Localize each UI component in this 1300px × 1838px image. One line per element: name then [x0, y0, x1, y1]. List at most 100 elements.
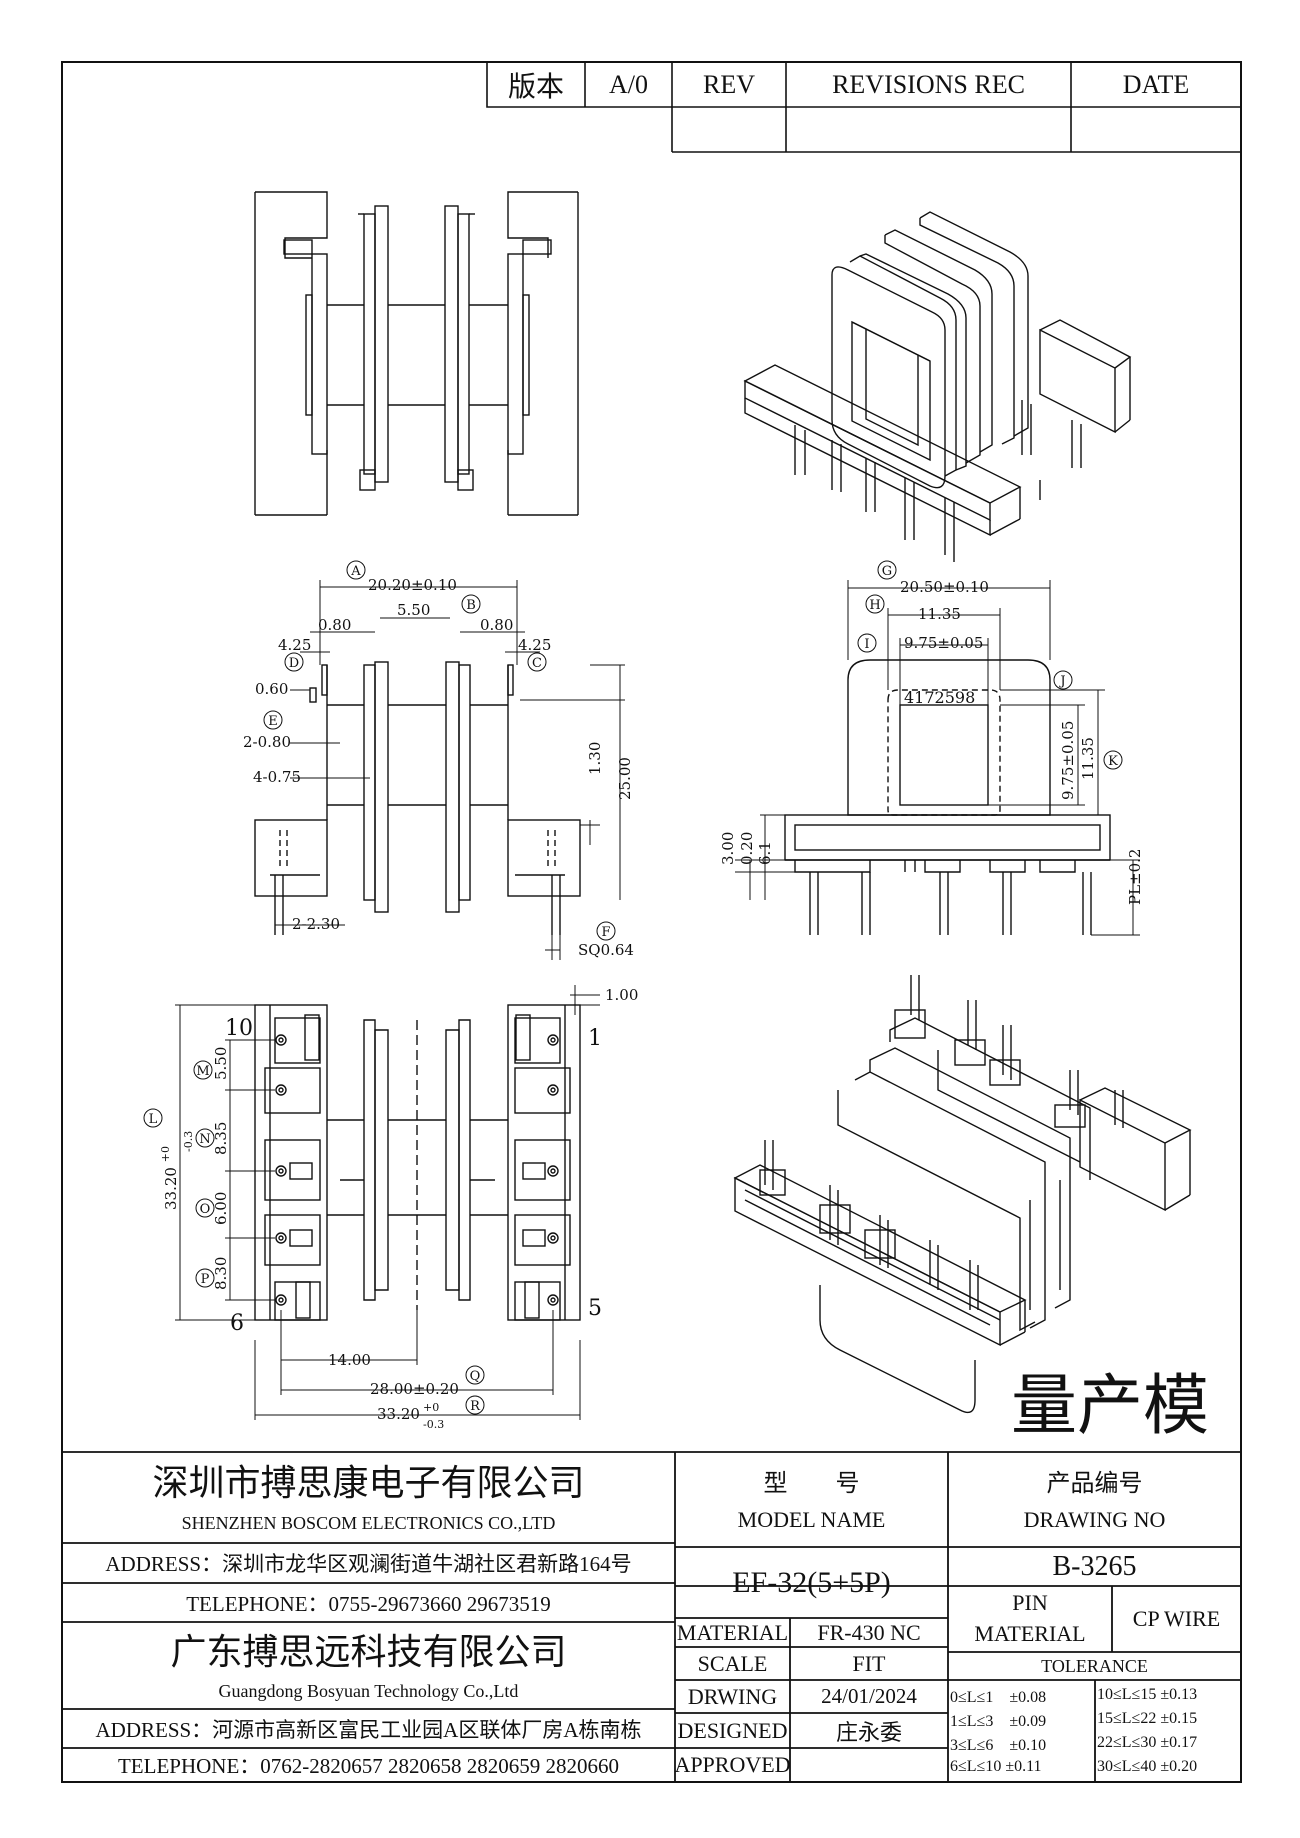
dim-letter-g: G	[882, 564, 892, 579]
title-block-lines	[62, 1451, 1241, 1782]
dim-gap: 1.30	[586, 742, 604, 775]
tolerance-row: 3≤L≤6 ±0.10	[950, 1737, 1047, 1754]
view-front	[254, 661, 581, 935]
drawing-no-cn: 产品编号	[1046, 1468, 1143, 1497]
dim-circle-letters: A B C D E F G H I J K L M N O P Q R	[149, 564, 1118, 1414]
dim-overall-v-value: 33.20	[162, 1167, 180, 1210]
dim-pitch-m: 5.50	[212, 1047, 230, 1080]
dim-flange-right: 0.80	[480, 616, 513, 634]
view-front-dims	[275, 580, 625, 960]
company2-cn: 广东搏思远科技有限公司	[170, 1632, 567, 1673]
view-side-dims	[735, 580, 1140, 936]
drawing-no-en: DRAWING NO	[1023, 1507, 1166, 1532]
dim-step: 0.60	[255, 680, 288, 698]
telephone2: TELEPHONE：0762-2820657 2820658 2820659 2…	[117, 1754, 620, 1778]
tolerance-row: 22≤L≤30 ±0.17	[1097, 1734, 1198, 1751]
dim-letter-j: J	[1058, 674, 1065, 689]
dim-side-left: 4.25	[278, 636, 311, 654]
view-iso-upper	[743, 211, 1132, 562]
dim-pin-offset: 1.00	[605, 986, 638, 1004]
dim-overall-h: 33.20	[377, 1405, 420, 1423]
dim-letter-p: P	[201, 1272, 210, 1287]
sheet-border	[61, 61, 1242, 1783]
dim-height: 25.00	[616, 757, 634, 800]
dim-letter-q: Q	[470, 1369, 481, 1384]
dim-side-overall: 20.50±0.10	[900, 578, 989, 596]
dim-pin-length: PL±0.2	[1126, 849, 1144, 905]
dim-flange-left: 0.80	[318, 616, 351, 634]
approved-label: APPROVED	[675, 1752, 790, 1777]
version-label: 版本	[507, 69, 564, 103]
dim-letter-i: I	[864, 637, 869, 652]
dim-overall-h-tol-minus: -0.3	[423, 1418, 444, 1431]
scale-label: SCALE	[697, 1650, 768, 1676]
material-label: MATERIAL	[676, 1619, 789, 1645]
address2: ADDRESS：河源市高新区富民工业园A区联体厂房A栋南栋	[95, 1717, 642, 1742]
dim-overall-v-tol-plus: +0	[159, 1146, 172, 1162]
view-bottom-dims	[175, 985, 600, 1420]
dim-pitch-p: 8.30	[212, 1257, 230, 1290]
pin-number-1: 1	[588, 1026, 602, 1051]
part-marking: 4172598	[904, 688, 975, 707]
revision-table-lines	[486, 62, 1241, 153]
date-label: DATE	[1122, 69, 1190, 99]
dim-letter-e: E	[268, 714, 278, 729]
dim-pitch-n: 8.35	[212, 1122, 230, 1155]
dim-overall-v-tol-minus: -0.3	[182, 1131, 195, 1152]
scale-value: FIT	[852, 1650, 886, 1676]
drawing-no-value: B-3265	[1052, 1550, 1137, 1582]
version-value: A/0	[609, 69, 648, 99]
dim-pin-sq: SQ0.64	[578, 941, 634, 959]
revisions-label: REVISIONS REC	[832, 69, 1025, 99]
dim-pin-pitch: 2-2.30	[292, 915, 340, 933]
dim-letter-l: L	[149, 1112, 158, 1127]
dim-letter-k: K	[1108, 754, 1118, 769]
model-value: EF-32(5+5P)	[732, 1565, 891, 1599]
pin-material-label-2: MATERIAL	[974, 1621, 1086, 1646]
dim-letter-n: N	[199, 1132, 210, 1147]
tolerance-row: 1≤L≤3 ±0.09	[950, 1713, 1047, 1730]
pin-number-5: 5	[588, 1296, 602, 1321]
tolerance-row: 6≤L≤10 ±0.11	[950, 1758, 1042, 1775]
drwing-value: 24/01/2024	[821, 1684, 917, 1708]
dim-base-h1: 3.00	[719, 832, 737, 865]
dim-pitch-o: 6.00	[212, 1192, 230, 1225]
pin-number-10: 10	[225, 1016, 253, 1041]
dim-letter-m: M	[196, 1064, 209, 1079]
dim-overall-width: 20.20±0.10	[368, 576, 457, 594]
dim-row-spacing: 14.00	[328, 1351, 371, 1369]
view-top-outline	[254, 191, 579, 516]
material-value: FR-430 NC	[817, 1619, 921, 1645]
model-name-en: MODEL NAME	[737, 1507, 886, 1532]
dim-base-h2: 0.20	[738, 832, 756, 865]
dim-wall-4: 4-0.75	[253, 768, 301, 786]
dim-overall-h-tol-plus: +0	[423, 1401, 439, 1414]
dim-letter-c: C	[532, 656, 542, 671]
dim-slot: 5.50	[397, 601, 430, 619]
tolerance-label: TOLERANCE	[1041, 1655, 1148, 1676]
telephone1: TELEPHONE：0755-29673660 29673519	[186, 1591, 551, 1616]
pin-material-label-1: PIN	[1012, 1590, 1048, 1615]
pin-material-value: CP WIRE	[1132, 1606, 1221, 1631]
company1-cn: 深圳市搏思康电子有限公司	[152, 1463, 585, 1504]
view-iso-lower	[733, 975, 1192, 1414]
designed-value: 庄永委	[835, 1720, 902, 1746]
dim-window-outer-v: 11.35	[1079, 737, 1097, 780]
address1: ADDRESS：深圳市龙华区观澜街道牛湖社区君新路164号	[105, 1552, 632, 1576]
drwing-label: DRWING	[687, 1683, 778, 1709]
approved-value	[790, 1748, 948, 1782]
company1-en: SHENZHEN BOSCOM ELECTRONICS CO.,LTD	[181, 1512, 556, 1533]
dim-window-inner-v: 9.75±0.05	[1059, 721, 1077, 800]
company2-en: Guangdong Bosyuan Technology Co.,Ltd	[218, 1680, 519, 1701]
tolerance-row: 30≤L≤40 ±0.20	[1097, 1758, 1198, 1775]
tolerance-row: 0≤L≤1 ±0.08	[950, 1689, 1047, 1706]
view-bottom	[254, 1004, 581, 1321]
dim-window-outer: 11.35	[918, 605, 961, 623]
dim-letter-b: B	[466, 598, 476, 613]
pin-number-6: 6	[230, 1311, 244, 1336]
dim-window-inner: 9.75±0.05	[904, 634, 983, 652]
dim-base-h3: 6.1	[756, 841, 774, 865]
